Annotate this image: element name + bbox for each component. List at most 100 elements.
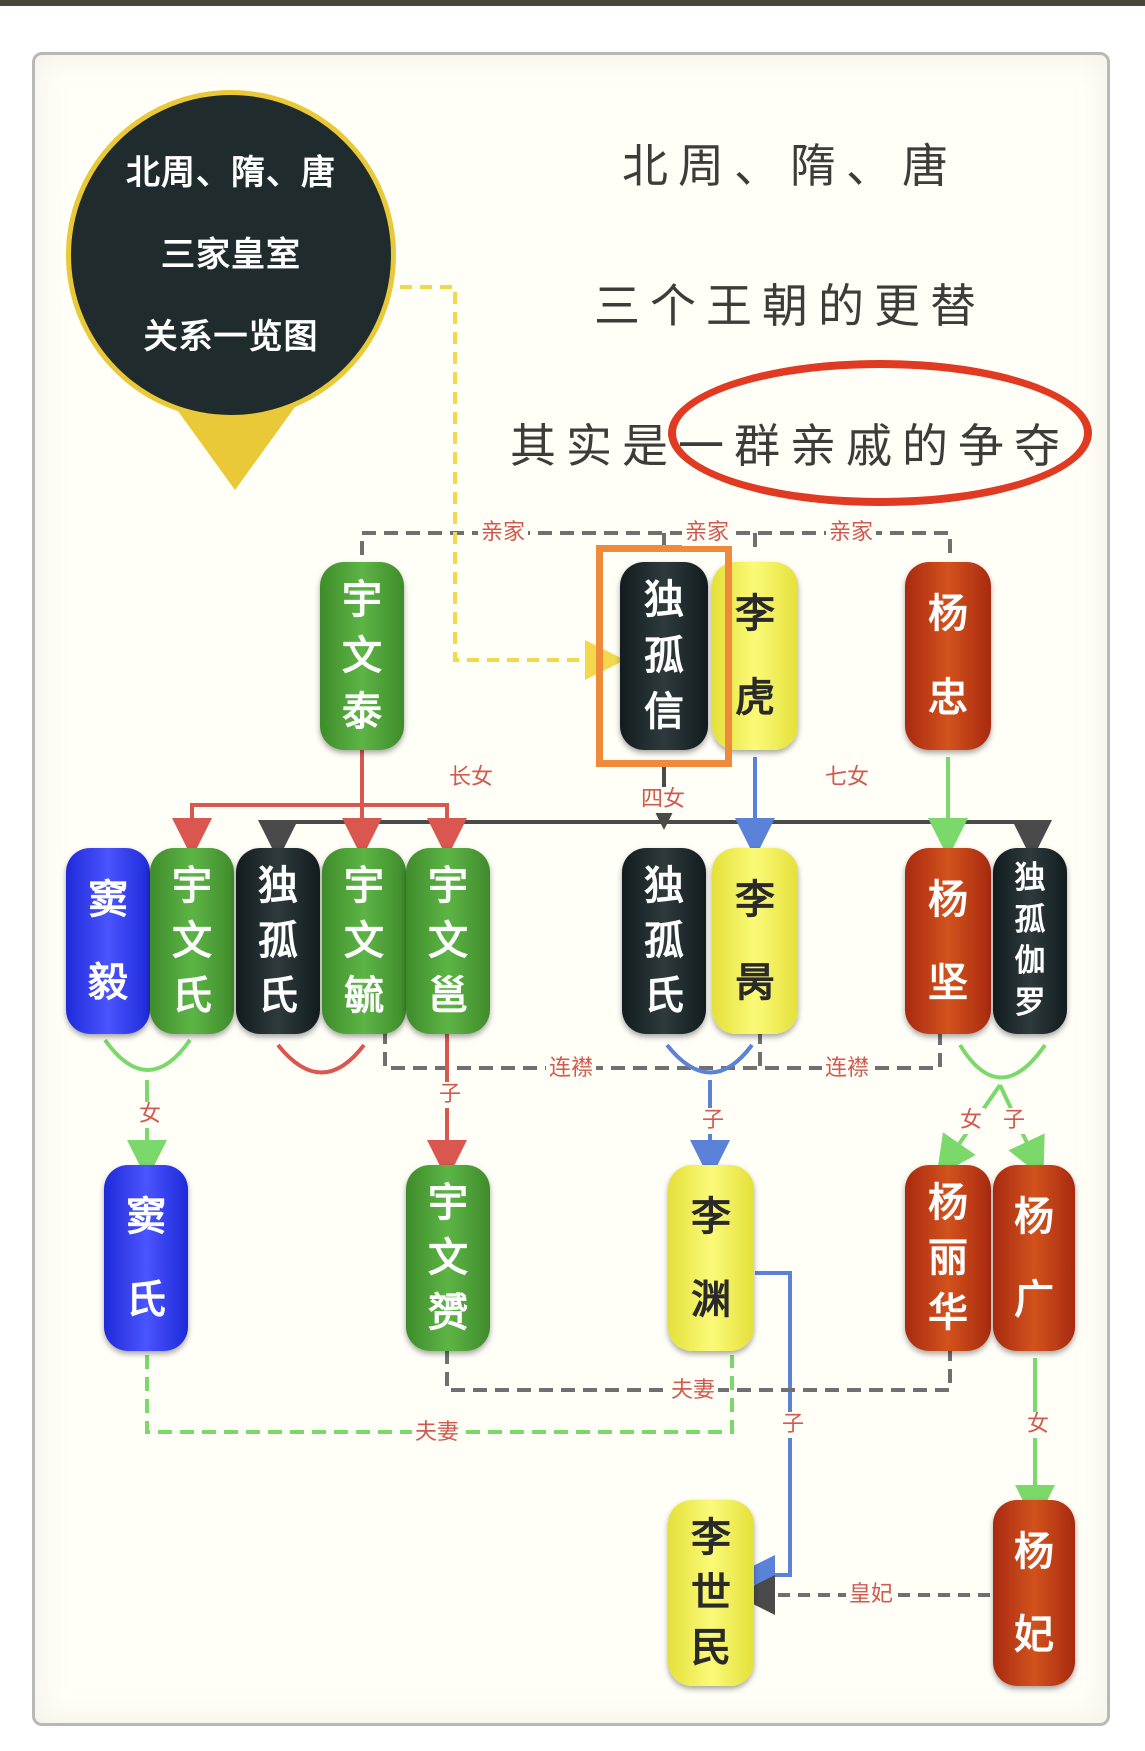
person-name-char: 毅 (88, 959, 128, 1006)
person-name-char: 李 (691, 1193, 731, 1240)
person-name-char: 氏 (258, 973, 298, 1020)
person-yang-guang: 杨广 (993, 1165, 1075, 1351)
person-name-char: 文 (428, 917, 468, 964)
label-nv-yangfei: 女 (1024, 1412, 1053, 1438)
person-name-char: 民 (691, 1625, 731, 1672)
top-bar (0, 0, 1145, 6)
person-name-char: 李 (735, 876, 775, 923)
heading-line-2: 三个王朝的更替 (594, 279, 986, 333)
person-name-char: 文 (428, 1234, 468, 1281)
person-name-char: 渊 (691, 1276, 731, 1323)
person-name-char: 孤 (644, 917, 684, 964)
lianjin-line (383, 1030, 942, 1070)
person-name-char: 李 (691, 1514, 731, 1561)
person-yuwen-yu: 宇文毓 (322, 848, 406, 1034)
person-name-char: 丽 (928, 1234, 968, 1281)
label-zi-li: 子 (699, 1108, 728, 1134)
person-yang-lihua: 杨丽华 (905, 1165, 991, 1351)
person-name-char: 文 (172, 917, 212, 964)
person-yuwen-yong: 宇文邕 (406, 848, 490, 1034)
person-name-char: 独 (1014, 860, 1046, 897)
red-circle-highlight (668, 360, 1092, 506)
person-yuwen-tai: 宇文泰 (320, 562, 404, 750)
person-name-char: 杨 (928, 1179, 968, 1226)
person-name-char: 忠 (928, 675, 968, 721)
person-name-char: 宇 (344, 862, 384, 909)
person-name-char: 信 (644, 689, 684, 735)
person-name-char: 杨 (928, 591, 968, 637)
person-name-char: 宇 (428, 862, 468, 909)
badge-pointer (170, 400, 300, 490)
person-name-char: 泰 (342, 689, 382, 735)
person-name-char: 孤 (1014, 901, 1046, 938)
person-dou-yi: 窦毅 (66, 848, 150, 1034)
person-yang-fei: 杨妃 (993, 1500, 1075, 1686)
person-name-char: 罗 (1014, 984, 1046, 1021)
person-name-char: 杨 (1014, 1193, 1054, 1240)
person-li-bing: 李昺 (712, 848, 798, 1034)
person-name-char: 独 (258, 862, 298, 909)
title-badge: 北周、隋、唐 三家皇室 关系一览图 (66, 90, 396, 420)
person-name-char: 虎 (735, 675, 775, 721)
label-lianjin-1: 连襟 (546, 1056, 597, 1082)
person-name-char: 广 (1014, 1276, 1054, 1323)
person-name-char: 宇 (342, 577, 382, 623)
label-zi-yuwen: 子 (436, 1082, 465, 1108)
label-zi-shimin: 子 (779, 1412, 808, 1438)
label-nv-yang: 女 (957, 1108, 986, 1134)
person-name-char: 氏 (644, 973, 684, 1020)
person-name-char: 世 (691, 1569, 731, 1616)
person-yuwen-yun: 宇文赟 (406, 1165, 490, 1351)
label-fuqi-2: 夫妻 (412, 1420, 463, 1446)
badge-line-1: 北周、隋、唐 (126, 153, 336, 193)
badge-line-2: 三家皇室 (161, 235, 301, 275)
label-qinjia-3: 亲家 (826, 520, 877, 546)
qinjia-line (360, 531, 952, 555)
label-huangfei: 皇妃 (846, 1582, 897, 1608)
person-name-char: 赟 (428, 1290, 468, 1337)
person-dou-shi: 窦氏 (104, 1165, 188, 1351)
person-name-char: 杨 (1014, 1528, 1054, 1575)
heading-line-1: 北周、隋、唐 (622, 139, 958, 193)
person-name-char: 独 (644, 862, 684, 909)
person-name-char: 邕 (428, 973, 468, 1020)
label-qinjia-2: 亲家 (682, 520, 733, 546)
label-nv-dou: 女 (136, 1102, 165, 1128)
person-name-char: 氏 (126, 1276, 166, 1323)
person-name-char: 宇 (172, 862, 212, 909)
person-name-char: 妃 (1014, 1611, 1054, 1658)
label-fuqi-1: 夫妻 (668, 1378, 719, 1404)
person-name-char: 毓 (344, 973, 384, 1020)
generation-1-links (172, 750, 1052, 860)
dugu-xin-highlight-box (596, 545, 732, 767)
person-dugu-shi-1: 独孤氏 (236, 848, 320, 1034)
person-li-yuan: 李渊 (668, 1165, 754, 1351)
label-sinv: 四女 (638, 787, 689, 813)
person-yang-jian: 杨坚 (905, 848, 991, 1034)
badge-line-3: 关系一览图 (143, 317, 319, 357)
person-name-char: 坚 (928, 959, 968, 1006)
person-name-char: 华 (928, 1290, 968, 1337)
label-zi-yang: 子 (1000, 1108, 1029, 1134)
fuqi-lines (145, 1350, 952, 1434)
person-name-char: 孤 (644, 633, 684, 679)
person-name-char: 昺 (735, 959, 775, 1006)
person-name-char: 窦 (88, 876, 128, 923)
label-qinv: 七女 (822, 765, 873, 791)
person-li-shimin: 李世民 (668, 1500, 754, 1686)
person-dugu-xin: 独孤信 (620, 562, 708, 750)
person-dugu-shi-2: 独孤氏 (622, 848, 706, 1034)
person-name-char: 文 (342, 633, 382, 679)
label-changnv: 长女 (446, 765, 497, 791)
label-qinjia-1: 亲家 (478, 520, 529, 546)
person-name-char: 孤 (258, 917, 298, 964)
person-name-char: 宇 (428, 1179, 468, 1226)
person-name-char: 伽 (1014, 943, 1046, 980)
person-name-char: 李 (735, 591, 775, 637)
generation-2-links (127, 1030, 1055, 1595)
person-yuwen-shi: 宇文氏 (150, 848, 234, 1034)
label-lianjin-2: 连襟 (822, 1056, 873, 1082)
person-name-char: 杨 (928, 876, 968, 923)
person-dugu-qieluo: 独孤伽罗 (993, 848, 1067, 1034)
person-name-char: 氏 (172, 973, 212, 1020)
